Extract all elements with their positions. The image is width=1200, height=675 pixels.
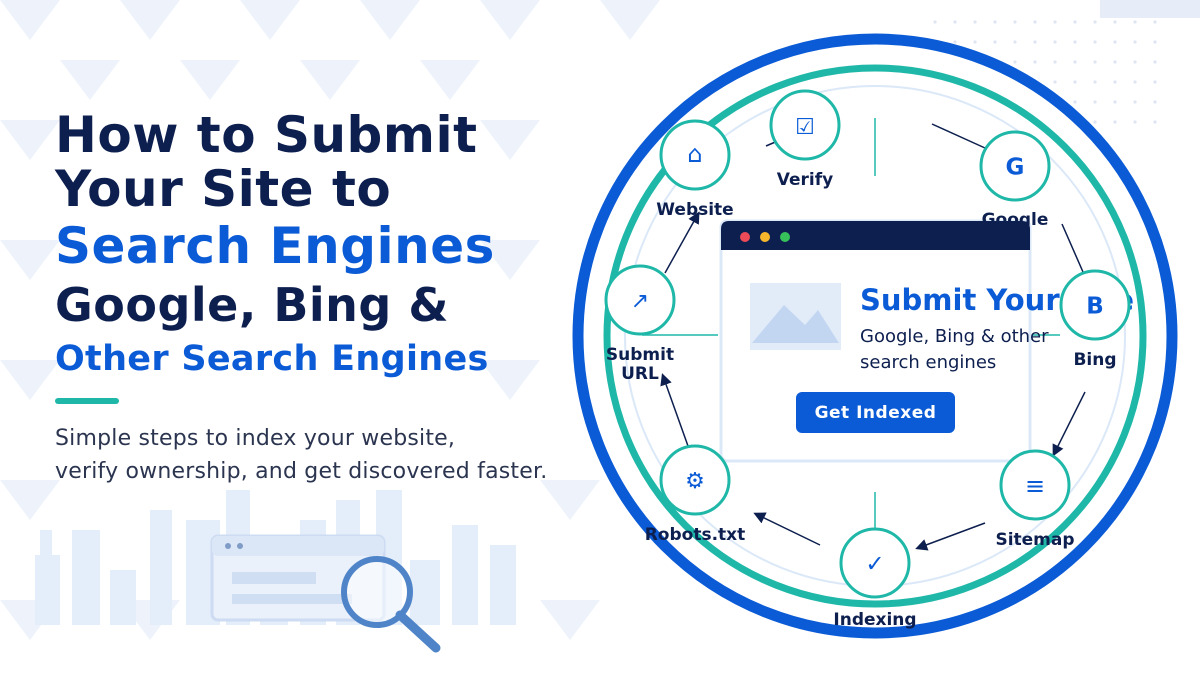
teal-ring — [603, 64, 1147, 608]
step-verify: ☑ Verify — [769, 89, 841, 190]
step-google: G Google — [979, 130, 1051, 230]
connector-verify-google — [931, 123, 986, 149]
step-label: Indexing — [833, 610, 916, 630]
decorative-dot — [1153, 100, 1157, 104]
decorative-dot — [1053, 20, 1057, 24]
headline-line-4: Google, Bing & — [55, 278, 449, 332]
decorative-dot — [1073, 40, 1077, 44]
step-label: Sitemap — [995, 530, 1074, 550]
decorative-dot — [1073, 80, 1077, 84]
step-label: Verify — [777, 170, 833, 190]
connector-indexing-robots — [753, 512, 821, 546]
step-label: Robots.txt — [645, 525, 746, 545]
connector-robots-submit — [660, 373, 689, 447]
connector-submit-website — [664, 211, 700, 274]
decorative-dot — [1073, 60, 1077, 64]
decorative-dot — [1113, 60, 1117, 64]
decorative-dot — [1093, 20, 1097, 24]
card-desc-line-2: search engines — [860, 352, 996, 373]
step-website: ⌂ Website — [656, 119, 734, 220]
decorative-dot — [953, 20, 957, 24]
headline-line-3: Search Engines — [55, 217, 495, 275]
decorative-dot — [1093, 100, 1097, 104]
connector-sitemap-indexing — [915, 522, 986, 551]
connector-bing-sitemap — [1052, 391, 1086, 457]
decorative-dot — [1093, 120, 1097, 124]
checkbox-icon: ☑ — [795, 115, 815, 140]
step-label: Bing — [1073, 350, 1116, 370]
headline-line-1: How to Submit — [55, 106, 478, 164]
decorative-dot — [1053, 80, 1057, 84]
decorative-dot — [1153, 60, 1157, 64]
step-submit-url: ↗ Submit URL — [604, 264, 676, 384]
decorative-dot — [1153, 40, 1157, 44]
step-label: Google — [982, 210, 1049, 230]
list-icon: ≡ — [1025, 472, 1045, 500]
window-dot-green — [780, 232, 790, 242]
decorative-dot — [993, 20, 997, 24]
decorative-dot — [1113, 100, 1117, 104]
gear-icon: ⚙ — [685, 469, 705, 494]
decorative-dot — [1053, 40, 1057, 44]
step-indexing: ✓ Indexing — [833, 527, 917, 630]
decorative-dot — [1013, 60, 1017, 64]
decorative-dot — [1113, 120, 1117, 124]
decorative-dot — [1133, 100, 1137, 104]
decorative-dot — [1113, 80, 1117, 84]
decorative-dot — [1013, 40, 1017, 44]
decorative-dot — [1093, 80, 1097, 84]
decorative-dot — [1113, 40, 1117, 44]
decorative-dot — [1133, 80, 1137, 84]
get-indexed-button[interactable]: Get Indexed — [796, 392, 955, 433]
decorative-dot — [1133, 40, 1137, 44]
decorative-dot — [993, 40, 997, 44]
decorative-dot — [1033, 60, 1037, 64]
home-icon: ⌂ — [687, 140, 702, 168]
decorative-dot — [953, 40, 957, 44]
google-icon: G — [1006, 155, 1025, 181]
decorative-dot — [1133, 60, 1137, 64]
step-robots: ⚙ Robots.txt — [645, 444, 746, 545]
decorative-dot — [973, 20, 977, 24]
headline-line-5: Other Search Engines — [55, 339, 489, 379]
decorative-dot — [1093, 60, 1097, 64]
window-dot-red — [740, 232, 750, 242]
headline-line-2: Your Site to — [55, 160, 392, 218]
connector-google-bing — [1061, 223, 1084, 273]
card-desc-line-1: Google, Bing & other — [860, 326, 1049, 347]
hero-text: How to Submit Your Site to Search Engine… — [55, 108, 655, 488]
decorative-dot — [1033, 40, 1037, 44]
window-dot-yellow — [760, 232, 770, 242]
step-sitemap: ≡ Sitemap — [995, 449, 1075, 550]
subtitle-line-1: Simple steps to index your website, — [55, 426, 456, 451]
decorative-dot — [973, 40, 977, 44]
decorative-dot — [1153, 120, 1157, 124]
decorative-dot — [933, 20, 937, 24]
decorative-dot — [1113, 20, 1117, 24]
check-icon: ✓ — [865, 552, 884, 578]
step-bing: B Bing — [1059, 269, 1131, 370]
decorative-dot — [1153, 20, 1157, 24]
step-label: Website — [656, 200, 733, 220]
subtitle: Simple steps to index your website, veri… — [55, 422, 655, 488]
step-label-line-2: URL — [621, 364, 659, 384]
decorative-dot — [1133, 120, 1137, 124]
decorative-dot — [1073, 20, 1077, 24]
decorative-dot — [1073, 100, 1077, 104]
decorative-dot — [1093, 40, 1097, 44]
bing-icon: B — [1086, 294, 1104, 320]
decorative-dot — [1133, 20, 1137, 24]
accent-underline — [55, 398, 119, 404]
subtitle-line-2: verify ownership, and get discovered fas… — [55, 459, 548, 484]
arrow-up-right-icon: ↗ — [631, 289, 649, 314]
decorative-dot — [1053, 60, 1057, 64]
decorative-dot — [1033, 20, 1037, 24]
step-label-line-1: Submit — [606, 345, 674, 365]
decorative-dot — [1013, 20, 1017, 24]
decorative-dot — [1153, 80, 1157, 84]
